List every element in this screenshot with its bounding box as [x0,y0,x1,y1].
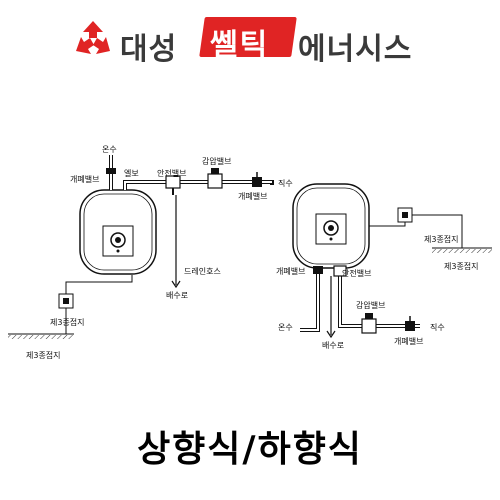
installation-type-caption: 상향식/하향식 [137,429,363,470]
right-shutoff-valve-1-label: 개폐밸브 [276,266,305,276]
left-safety-valve-label: 안전밸브 [157,168,186,178]
right-safety-valve-label: 안전밸브 [342,268,371,278]
right-ground-label-2: 제3종접지 [444,261,479,271]
right-direct-water-label: 직수 [430,322,445,332]
left-pressure-valve-label: 감압밸브 [202,156,231,166]
right-shutoff-valve-2 [405,321,415,331]
right-hot-water-label: 온수 [278,323,293,332]
left-shutoff-valve-1-label: 개폐밸브 [70,174,99,184]
brand-name-highlight: 쎌틱 [210,28,270,63]
brand-name-right: 에너시스 [298,32,413,67]
right-drain-outlet-label: 배수로 [322,341,344,350]
right-ground-label-1: 제3종접지 [424,234,459,244]
left-heater-diagram: 온수 개폐밸브 엘보 안전밸브 감압밸브 직수 개폐밸브 드레인호스 배수로 제… [8,145,293,360]
brand-name-left: 대성 [120,32,178,67]
left-shutoff-valve-1 [106,168,116,174]
brand-logo: 대성 쎌틱 에너시스 [72,14,432,67]
left-shutoff-valve-2 [252,177,262,187]
left-ground-label-2: 제3종접지 [26,350,61,360]
left-ground-label-1: 제3종접지 [50,317,85,327]
right-safety-valve [333,265,347,277]
left-drain-hose-label: 드레인호스 [184,266,221,276]
right-shutoff-valve-2-label: 개폐밸브 [394,336,423,346]
recycle-arrows-icon [76,21,110,54]
left-hot-water-label: 온수 [102,145,117,154]
left-drain-outlet-label: 배수로 [166,291,188,300]
right-heater-diagram: 제3종접지 제3종접지 개폐밸브 안전밸브 감압밸브 온수 배수로 직수 개폐밸… [276,183,492,350]
left-elbow-label: 엘보 [124,168,139,178]
left-shutoff-valve-2-label: 개폐밸브 [238,191,267,201]
right-pressure-valve-label: 감압밸브 [356,300,385,310]
right-pressure-valve [361,318,377,334]
left-direct-water-label: 직수 [278,178,293,188]
left-pressure-valve [207,173,223,189]
installation-diagram: 온수 개폐밸브 엘보 안전밸브 감압밸브 직수 개폐밸브 드레인호스 배수로 제… [8,145,492,360]
right-shutoff-valve-1 [313,266,323,274]
